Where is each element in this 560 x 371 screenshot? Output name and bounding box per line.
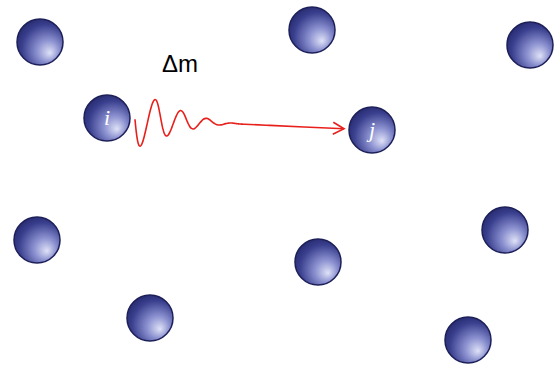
particle [14, 217, 60, 263]
particle-node: j [348, 106, 396, 154]
particle [127, 295, 173, 341]
particle-node: i [83, 94, 131, 142]
particle [17, 19, 63, 65]
particle [289, 7, 335, 53]
particle [482, 207, 528, 253]
particle-label: j [369, 119, 375, 141]
wave-arrow [135, 100, 344, 147]
particle [295, 239, 341, 285]
mass-transfer-label: Δm [162, 52, 198, 76]
particle [507, 22, 553, 68]
particle [445, 317, 491, 363]
particle-label: i [104, 107, 110, 129]
